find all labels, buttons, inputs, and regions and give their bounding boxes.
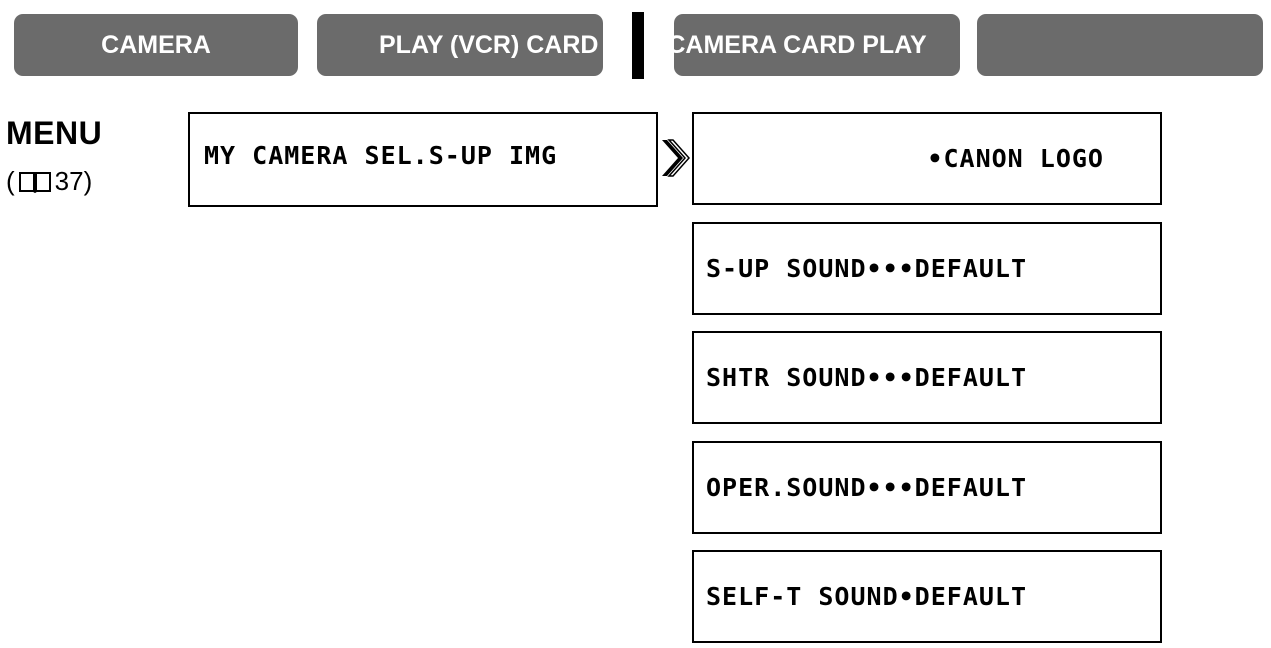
tab-camera[interactable]: CAMERA — [14, 14, 298, 76]
tab-play-vcr-card[interactable]: PLAY (VCR) CARD — [317, 14, 603, 76]
submenu-option-label: S-UP SOUND•••DEFAULT — [706, 254, 1028, 283]
page-reference: ( 37) — [6, 166, 92, 197]
page-reference-number: 37) — [54, 166, 93, 196]
menu-heading: MENU — [6, 115, 103, 151]
active-mode-divider — [632, 12, 644, 79]
tab-blank[interactable] — [977, 14, 1263, 76]
tab-camera-card-play-label: CAMERA CARD PLAY — [674, 30, 927, 59]
menu-item-my-camera-sel[interactable]: MY CAMERA SEL.S-UP IMG — [188, 112, 658, 207]
tab-camera-label: CAMERA — [101, 30, 211, 59]
submenu-option-sup-sound[interactable]: S-UP SOUND•••DEFAULT — [692, 222, 1162, 315]
page-reference-open: ( — [6, 166, 15, 196]
menu-item-my-camera-sel-label: MY CAMERA SEL.S-UP IMG — [204, 141, 558, 170]
submenu-option-oper-sound[interactable]: OPER.SOUND•••DEFAULT — [692, 441, 1162, 534]
submenu-option-label: OPER.SOUND•••DEFAULT — [706, 473, 1028, 502]
submenu-option-canon-logo[interactable]: •CANON LOGO — [692, 112, 1162, 205]
submenu-option-self-t-sound[interactable]: SELF-T SOUND•DEFAULT — [692, 550, 1162, 643]
tab-camera-card-play[interactable]: CAMERA CARD PLAY — [674, 14, 960, 76]
submenu-option-label: SELF-T SOUND•DEFAULT — [706, 582, 1028, 611]
tab-play-vcr-card-label: PLAY (VCR) CARD — [379, 30, 599, 59]
submenu-option-shtr-sound[interactable]: SHTR SOUND•••DEFAULT — [692, 331, 1162, 424]
book-icon — [18, 171, 51, 193]
submenu-option-label: •CANON LOGO — [927, 144, 1104, 173]
double-chevron-right-icon — [662, 139, 690, 177]
submenu-option-label: SHTR SOUND•••DEFAULT — [706, 363, 1028, 392]
